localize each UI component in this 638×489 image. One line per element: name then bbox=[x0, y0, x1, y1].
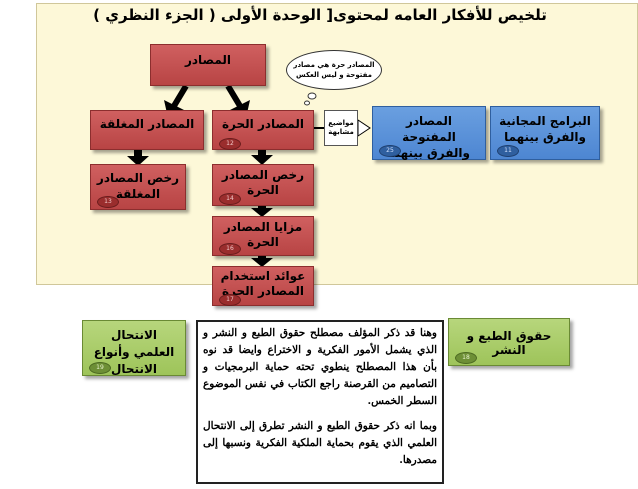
node-open-sources-label: المصادر المفتوحة والفرق بينهما bbox=[388, 114, 470, 160]
arrow-shaft-free-licenses bbox=[258, 147, 266, 157]
arrowhead-free-licenses bbox=[251, 155, 273, 165]
node-free-sources-number: 12 bbox=[219, 138, 241, 150]
node-closed-licenses-label: رخص المصادر المغلقة bbox=[96, 171, 180, 201]
node-copyright-label: حقوق الطبع و النشر bbox=[466, 329, 552, 357]
arrowhead-callout-to-open bbox=[357, 119, 371, 137]
arrow-shaft-advantages bbox=[258, 202, 266, 210]
node-free-returns-number: 17 bbox=[219, 294, 241, 306]
node-free-software: البرامج المجانية والفرق بينهما 11 bbox=[490, 106, 600, 160]
note-cloud: المصادر حرة هي مصادر مفتوحة و ليس العكس bbox=[286, 50, 382, 90]
arrow-sources-to-closed bbox=[171, 84, 189, 108]
node-sources: المصادر bbox=[150, 44, 266, 86]
node-closed-licenses-number: 13 bbox=[97, 196, 119, 208]
node-closed-sources-label: المصادر المغلقة bbox=[99, 117, 195, 131]
page-title: تلخيص للأفكار العامه لمحتوى[ الوحدة الأو… bbox=[93, 6, 547, 24]
node-closed-sources: المصادر المغلقة bbox=[90, 110, 204, 150]
related-topics-callout: مواضيع مشابهة bbox=[324, 110, 358, 146]
explanation-paragraph-1: وهنا قد ذكر المؤلف مصطلح حقوق الطبع و ال… bbox=[203, 327, 437, 407]
node-plagiarism-number: 19 bbox=[89, 362, 111, 374]
node-free-sources-label: المصادر الحرة bbox=[221, 117, 305, 131]
arrow-sources-to-free bbox=[225, 84, 243, 108]
note-cloud-text: المصادر حرة هي مصادر مفتوحة و ليس العكس bbox=[293, 61, 375, 79]
cloud-tail-small bbox=[304, 100, 310, 106]
cloud-tail-large bbox=[307, 92, 317, 100]
node-sources-label: المصادر bbox=[184, 53, 232, 67]
arrowhead-returns bbox=[251, 258, 273, 267]
node-closed-licenses: رخص المصادر المغلقة 13 bbox=[90, 164, 186, 210]
node-copyright-number: 18 bbox=[455, 352, 477, 364]
arrow-shaft-closed-licenses bbox=[134, 146, 142, 158]
related-topics-text: مواضيع مشابهة bbox=[328, 119, 354, 136]
node-free-licenses: رخص المصادر الحرة 14 bbox=[212, 164, 314, 206]
node-free-sources: المصادر الحرة 12 bbox=[212, 110, 314, 150]
node-free-advantages-number: 16 bbox=[219, 243, 241, 255]
arrowhead-advantages bbox=[251, 208, 273, 217]
node-plagiarism: الانتحال العلمي وأنواع الانتحال 19 bbox=[82, 320, 186, 376]
node-free-returns-label: عوائد استخدام المصادر الحرة bbox=[220, 269, 306, 298]
arrow-shaft-returns bbox=[258, 252, 266, 260]
node-free-advantages-label: مزايا المصادر الحرة bbox=[223, 220, 303, 249]
node-open-sources: المصادر المفتوحة والفرق بينهما 25 bbox=[372, 106, 486, 160]
node-open-sources-number: 25 bbox=[379, 145, 401, 157]
arrowhead-closed-licenses bbox=[127, 156, 149, 166]
node-free-advantages: مزايا المصادر الحرة 16 bbox=[212, 216, 314, 256]
node-free-returns: عوائد استخدام المصادر الحرة 17 bbox=[212, 266, 314, 306]
node-free-licenses-number: 14 bbox=[219, 193, 241, 205]
node-plagiarism-label: الانتحال العلمي وأنواع الانتحال bbox=[93, 328, 175, 376]
explanation-paragraph-2: وبما انه ذكر حقوق الطبع و النشر تطرق إلى… bbox=[203, 420, 437, 466]
node-free-software-label: البرامج المجانية والفرق بينهما bbox=[499, 114, 591, 144]
explanation-textbox: وهنا قد ذكر المؤلف مصطلح حقوق الطبع و ال… bbox=[196, 320, 444, 484]
node-free-software-number: 11 bbox=[497, 145, 519, 157]
node-copyright: حقوق الطبع و النشر 18 bbox=[448, 318, 570, 366]
node-free-licenses-label: رخص المصادر الحرة bbox=[221, 168, 305, 197]
